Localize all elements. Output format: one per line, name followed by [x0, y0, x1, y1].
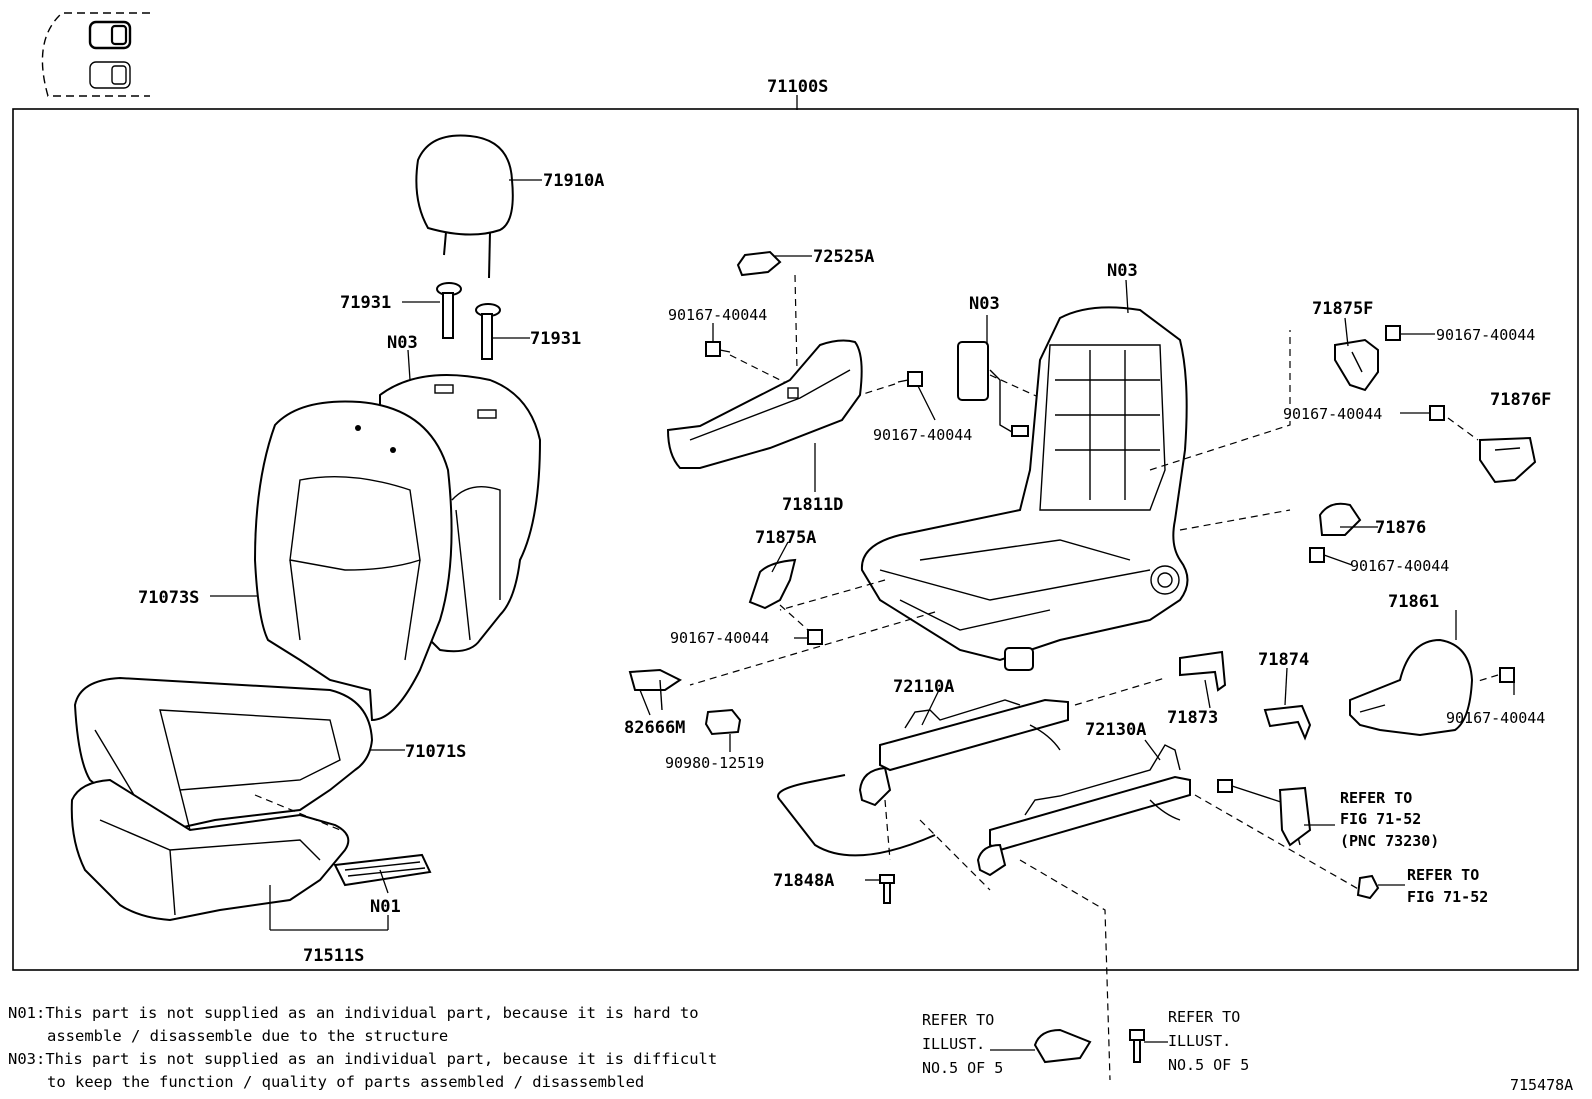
- ref-belt-line2: FIG 71-52: [1340, 810, 1421, 828]
- ref-belt-line1: REFER TO: [1340, 789, 1412, 807]
- assembly-frame: [12, 108, 1579, 971]
- ref-illust-b-line2: ILLUST.: [1168, 1032, 1231, 1050]
- note-n03-line2: to keep the function / quality of parts …: [47, 1073, 644, 1091]
- part-label-90167-a: 90167-40044: [668, 306, 767, 324]
- part-label-90167-c: 90167-40044: [1436, 326, 1535, 344]
- assembly-label: 71100S: [767, 77, 828, 97]
- ref-illust-b-line3: NO.5 OF 5: [1168, 1056, 1249, 1074]
- ref-illust-b-line1: REFER TO: [1168, 1008, 1240, 1026]
- part-label-71848A: 71848A: [773, 871, 834, 891]
- note-n03-line1: N03:This part is not supplied as an indi…: [8, 1050, 717, 1068]
- ref-illust-a-line2: ILLUST.: [922, 1035, 985, 1053]
- ref-belt-line3: (PNC 73230): [1340, 832, 1439, 850]
- part-label-71931-left: 71931: [340, 293, 391, 313]
- part-label-82666M: 82666M: [624, 718, 685, 738]
- part-label-N03-airbag: N03: [969, 294, 1000, 314]
- part-label-71511S: 71511S: [303, 946, 364, 966]
- part-label-N01: N01: [370, 897, 401, 917]
- part-label-71861: 71861: [1388, 592, 1439, 612]
- part-label-90980-12519: 90980-12519: [665, 754, 764, 772]
- part-label-N03-frame: N03: [1107, 261, 1138, 281]
- part-label-72525A: 72525A: [813, 247, 874, 267]
- part-label-90167-e: 90167-40044: [1350, 557, 1449, 575]
- headrest-drawing: [415, 134, 514, 279]
- part-label-71874: 71874: [1258, 650, 1309, 670]
- part-label-71873: 71873: [1167, 708, 1218, 728]
- part-label-90167-f: 90167-40044: [670, 629, 769, 647]
- figure-id: 715478A: [1510, 1076, 1573, 1094]
- seat-position-icon: [41, 12, 150, 97]
- ref-nut-line2: FIG 71-52: [1407, 888, 1488, 906]
- headrest-support-drawing: [436, 282, 501, 360]
- leader-lines: [210, 179, 1515, 1051]
- part-label-90167-b: 90167-40044: [873, 426, 972, 444]
- part-label-90167-d: 90167-40044: [1283, 405, 1382, 423]
- part-label-N03-back: N03: [387, 333, 418, 353]
- part-label-71875A: 71875A: [755, 528, 816, 548]
- bolt-drawing: [705, 341, 731, 357]
- part-label-71931-right: 71931: [530, 329, 581, 349]
- part-label-71071S: 71071S: [405, 742, 466, 762]
- part-label-71910A: 71910A: [543, 171, 604, 191]
- part-label-71876F: 71876F: [1490, 390, 1551, 410]
- ref-illust-a-line3: NO.5 OF 5: [922, 1059, 1003, 1077]
- part-label-71876: 71876: [1375, 518, 1426, 538]
- part-label-71073S: 71073S: [138, 588, 199, 608]
- ref-nut-line1: REFER TO: [1407, 866, 1479, 884]
- part-label-71875F: 71875F: [1312, 299, 1373, 319]
- note-n01-line2: assemble / disassemble due to the struct…: [47, 1027, 448, 1045]
- part-label-71811D: 71811D: [782, 495, 843, 515]
- ref-illust-a-line1: REFER TO: [922, 1011, 994, 1029]
- part-label-72130A: 72130A: [1085, 720, 1146, 740]
- part-label-72110A: 72110A: [893, 677, 954, 697]
- part-label-90167-g: 90167-40044: [1446, 709, 1545, 727]
- note-n01-line1: N01:This part is not supplied as an indi…: [8, 1004, 699, 1022]
